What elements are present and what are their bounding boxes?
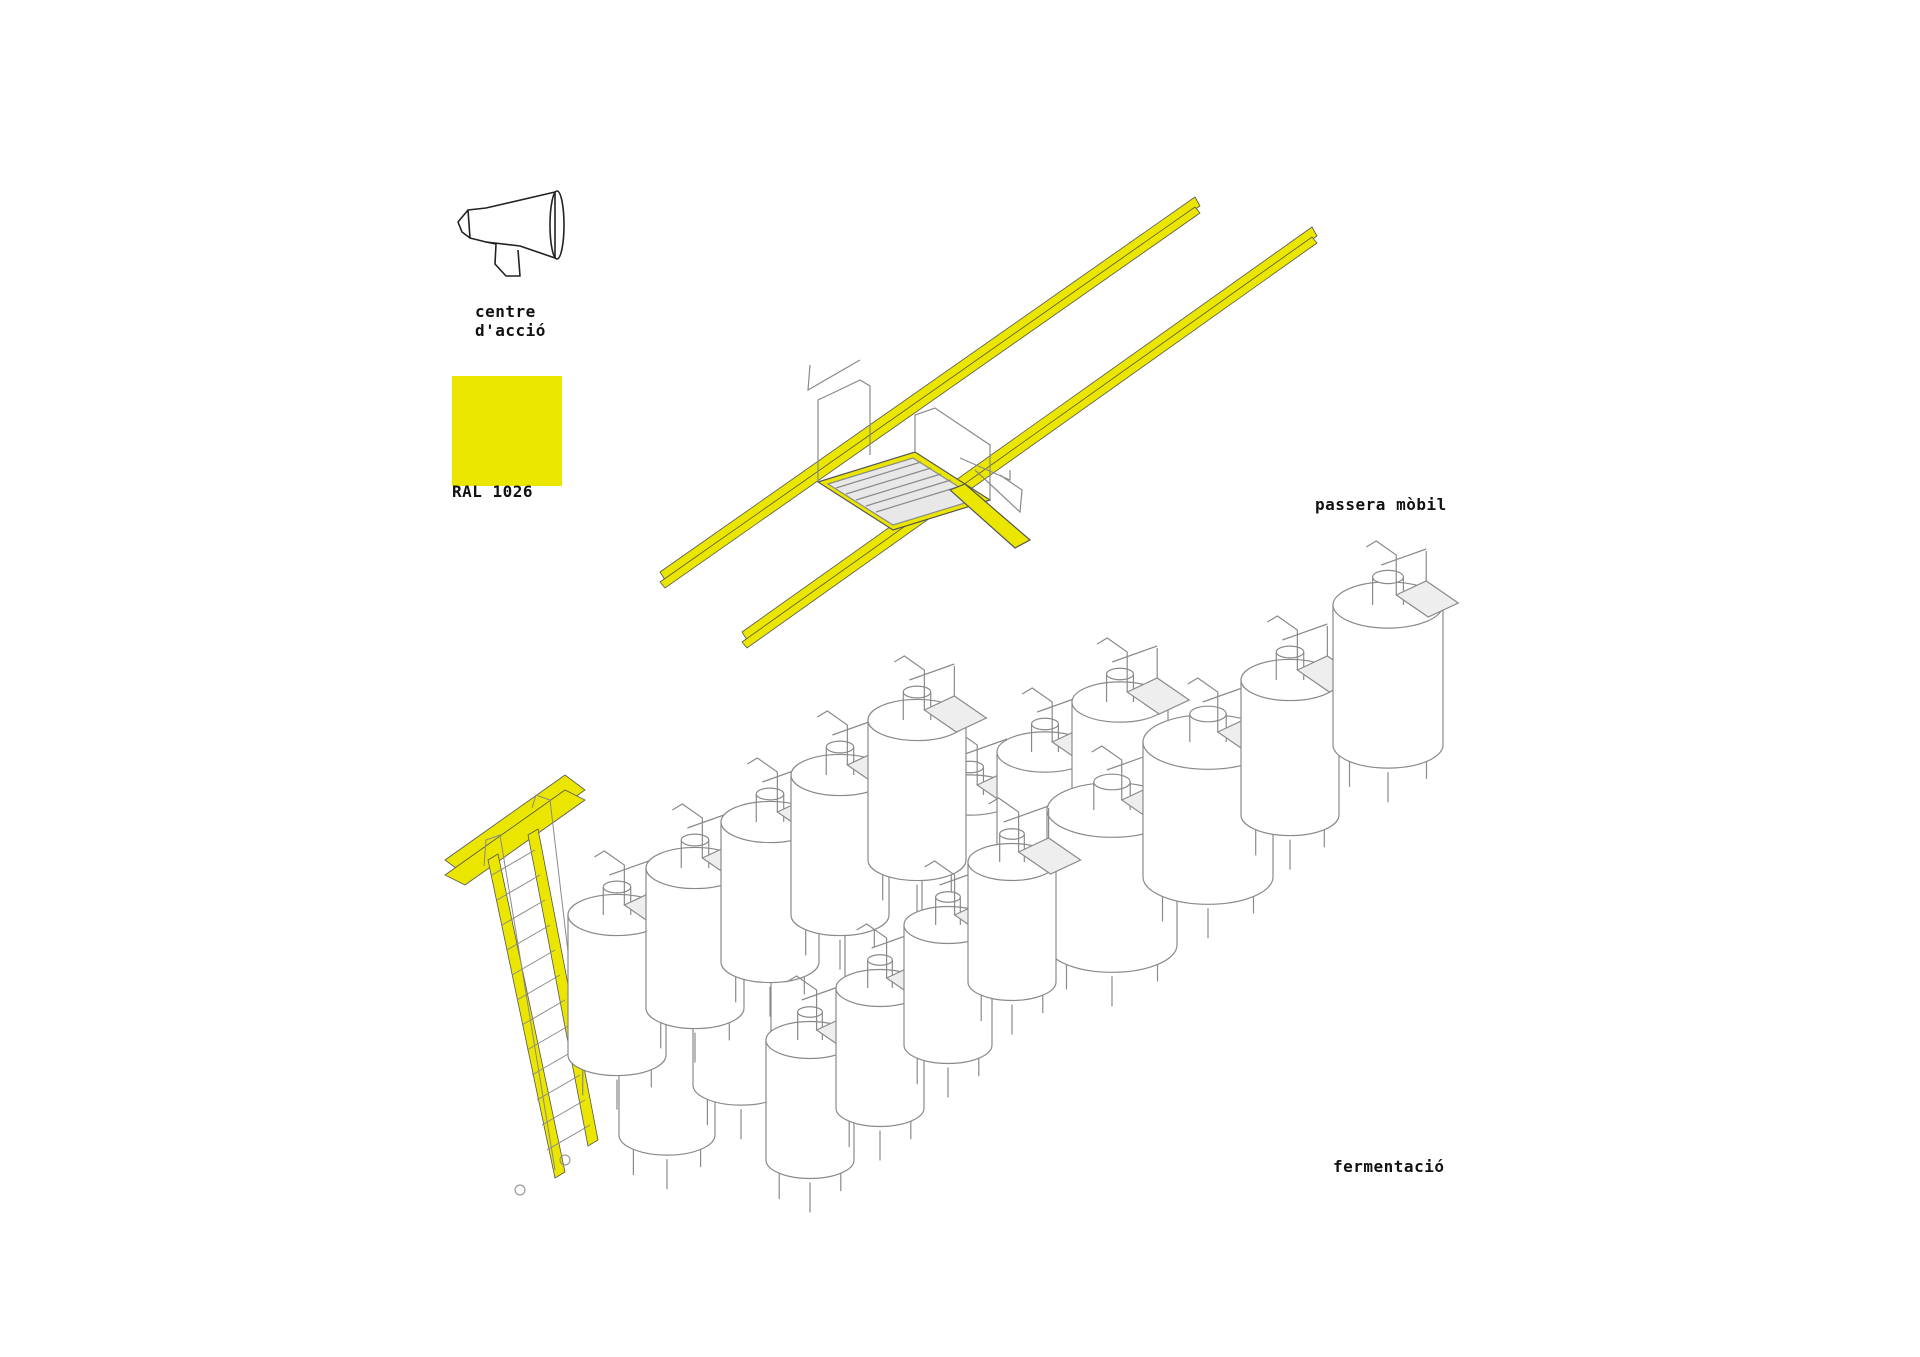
bridge-platform (807, 359, 1032, 549)
tank-8 (645, 803, 766, 1063)
megaphone-icon (457, 190, 565, 277)
tank-10 (790, 710, 911, 970)
tank-19 (967, 797, 1082, 1035)
bridge-rails (659, 196, 1318, 649)
icon-caption-line2: d'acció (475, 321, 546, 340)
icon-caption-line1: centre (475, 302, 536, 321)
fermentation-tanks (567, 540, 1460, 1213)
swatch-label: RAL 1026 (452, 482, 534, 501)
tank-11 (867, 655, 988, 915)
bridge-label: passera mòbil (1315, 495, 1447, 514)
tanks-label: fermentació (1333, 1157, 1445, 1176)
tank-15 (1332, 540, 1460, 803)
color-swatch (452, 376, 562, 486)
